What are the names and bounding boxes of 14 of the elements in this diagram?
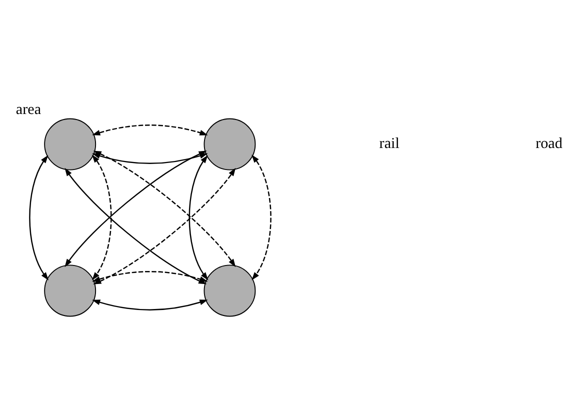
node-circle xyxy=(204,118,256,170)
arrow xyxy=(92,154,112,280)
node-circle xyxy=(204,264,256,316)
label: rail xyxy=(379,135,400,152)
arrow xyxy=(188,154,208,280)
arrow xyxy=(29,154,49,280)
arrow xyxy=(92,124,208,135)
node-circle xyxy=(44,264,96,316)
node-label: area xyxy=(16,101,42,118)
arrow xyxy=(252,154,272,280)
arrow xyxy=(92,270,208,282)
node-circle xyxy=(44,118,96,170)
label: road xyxy=(536,135,562,152)
arrow xyxy=(92,299,208,310)
